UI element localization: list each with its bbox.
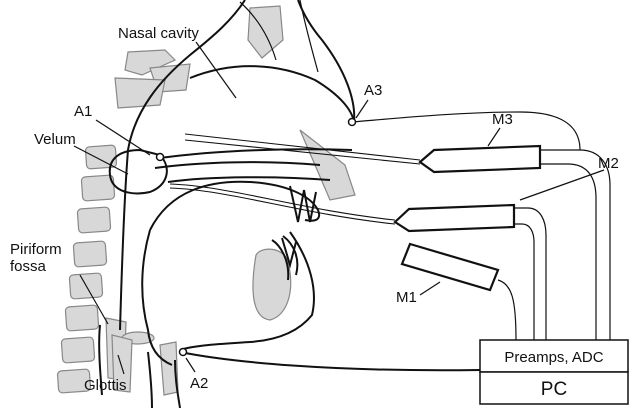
- a3-point: [349, 119, 356, 126]
- label-a1: A1: [74, 103, 92, 120]
- label-a3: A3: [364, 82, 382, 99]
- hyoid-and-larynx-bones: [106, 249, 291, 395]
- microphone-m1: [402, 244, 498, 290]
- microphone-m3: [420, 146, 540, 172]
- a1-point: [157, 154, 164, 161]
- label-fossa: fossa: [10, 258, 47, 275]
- preamps-adc-box: Preamps, ADC: [480, 340, 628, 372]
- label-m1: M1: [396, 289, 417, 306]
- label-m3: M3: [492, 111, 513, 128]
- preamps-adc-label: Preamps, ADC: [504, 349, 603, 366]
- label-velum: Velum: [34, 131, 76, 148]
- pc-label: PC: [541, 379, 567, 400]
- label-a2: A2: [190, 375, 208, 392]
- label-m2: M2: [598, 155, 619, 172]
- pc-box: PC: [480, 372, 628, 404]
- label-glottis: Glottis: [84, 377, 127, 394]
- a2-point: [180, 349, 187, 356]
- label-piriform: Piriform: [10, 241, 62, 258]
- label-nasal-cavity: Nasal cavity: [118, 25, 199, 42]
- microphone-m2: [395, 205, 514, 231]
